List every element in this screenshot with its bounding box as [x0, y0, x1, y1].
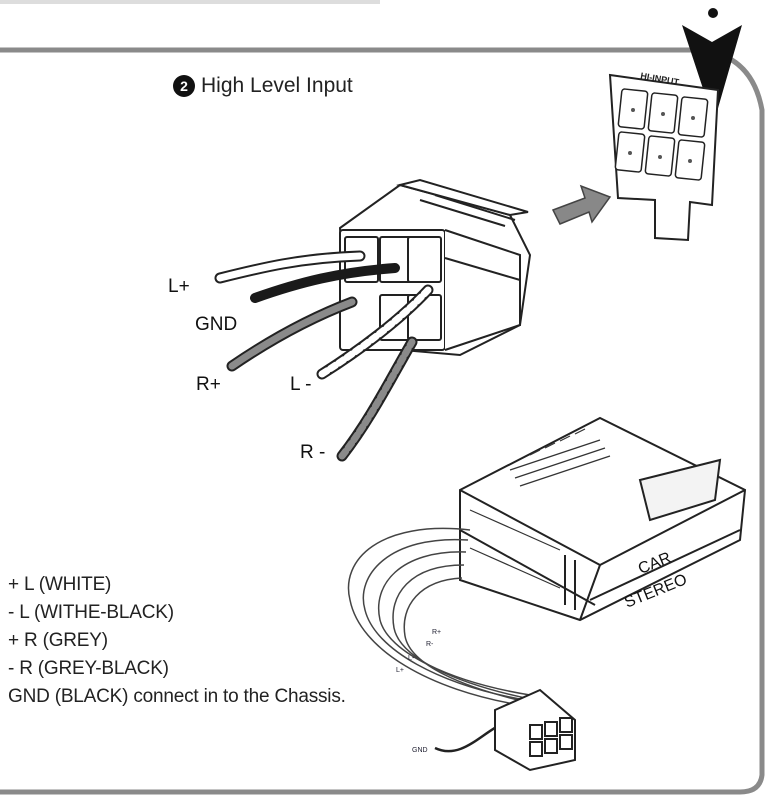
harness-label-rm: R- — [426, 641, 434, 648]
harness-label-lm: L- — [408, 655, 415, 662]
car-stereo-unit — [459, 416, 747, 622]
cropped-heading — [0, 0, 380, 4]
wire-l-minus — [316, 284, 434, 380]
label-r-minus: R - — [300, 442, 325, 463]
legend-item: - R (GREY-BLACK) — [8, 658, 169, 679]
harness-plug — [494, 688, 576, 772]
wire-r-minus — [336, 336, 418, 462]
label-r-plus: R+ — [196, 374, 221, 395]
hi-input-connector — [608, 73, 720, 242]
arrow-icon — [551, 184, 612, 225]
harness-label-gnd: GND — [412, 747, 428, 754]
label-l-minus: L - — [290, 374, 311, 395]
six-pin-plug — [338, 178, 532, 357]
harness-label-rp: R+ — [432, 629, 441, 636]
wire-l-plus — [214, 250, 366, 284]
wire-color-legend: + L (WHITE) - L (WITHE-BLACK) + R (GREY)… — [8, 571, 346, 711]
label-gnd: GND — [195, 314, 237, 335]
stereo-vents — [469, 428, 611, 589]
legend-item: + L (WHITE) — [8, 574, 112, 595]
label-l-plus: L+ — [168, 276, 190, 297]
legend-item: - L (WITHE-BLACK) — [8, 602, 174, 623]
harness-label-lp: L+ — [396, 667, 404, 674]
brand-logo — [682, 8, 742, 122]
wire-r-plus — [226, 296, 358, 372]
wire-gnd — [250, 263, 400, 303]
section-title: 2 High Level Input — [173, 74, 353, 98]
section-title-text: High Level Input — [201, 74, 353, 97]
section-number-badge: 2 — [173, 75, 195, 97]
harness-gnd-wire — [434, 723, 501, 753]
harness-wires — [347, 527, 541, 706]
legend-item: GND (BLACK) connect in to the Chassis. — [8, 686, 346, 707]
legend-item: + R (GREY) — [8, 630, 108, 651]
